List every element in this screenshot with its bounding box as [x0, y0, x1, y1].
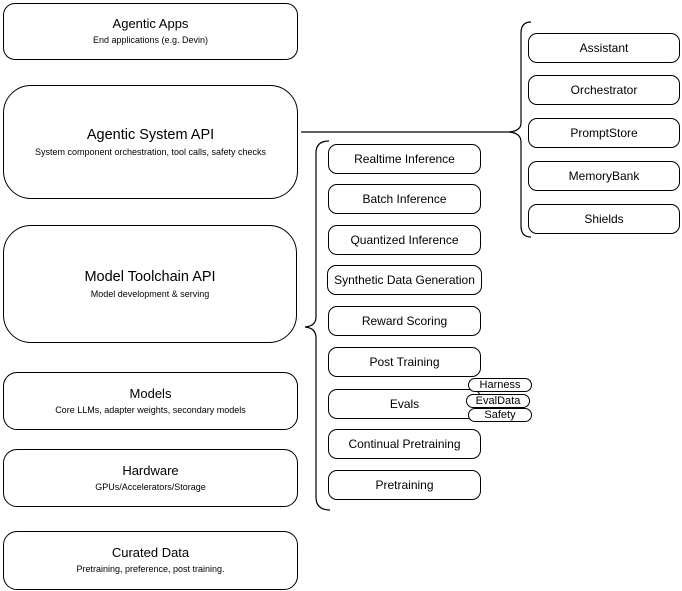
node-label: Orchestrator: [570, 83, 638, 97]
node-subtitle: GPUs/Accelerators/Storage: [95, 481, 206, 492]
tag-label: Safety: [484, 408, 516, 421]
node-agentic-apps: Agentic Apps End applications (e.g. Devi…: [3, 3, 298, 60]
node-title: Curated Data: [111, 545, 190, 561]
node-orchestrator: Orchestrator: [528, 75, 680, 105]
node-label: Reward Scoring: [361, 314, 448, 328]
tag-evaldata: EvalData: [466, 394, 530, 408]
node-label: Pretraining: [375, 478, 434, 492]
node-realtime-inference: Realtime Inference: [328, 144, 481, 174]
node-memorybank: MemoryBank: [528, 161, 680, 191]
tag-label: EvalData: [475, 394, 521, 407]
brace-model-toolchain-group: [304, 140, 331, 511]
node-synthetic-data-generation: Synthetic Data Generation: [327, 265, 482, 295]
node-subtitle: Pretraining, preference, post training.: [76, 564, 225, 575]
node-title: Agentic Apps: [112, 16, 189, 32]
tag-label: Harness: [479, 378, 521, 391]
node-subtitle: End applications (e.g. Devin): [92, 35, 209, 46]
tag-safety: Safety: [468, 408, 532, 422]
node-subtitle: System component orchestration, tool cal…: [34, 146, 267, 157]
node-evals: Evals: [328, 389, 481, 419]
node-model-toolchain-api: Model Toolchain API Model development & …: [3, 225, 297, 343]
node-label: Continual Pretraining: [348, 437, 461, 451]
node-label: MemoryBank: [568, 169, 640, 183]
node-label: Synthetic Data Generation: [334, 273, 475, 287]
node-promptstore: PromptStore: [528, 118, 680, 148]
node-shields: Shields: [528, 204, 680, 234]
node-subtitle: Core LLMs, adapter weights, secondary mo…: [55, 404, 246, 415]
node-label: PromptStore: [570, 126, 638, 140]
node-quantized-inference: Quantized Inference: [328, 225, 481, 255]
node-pretraining: Pretraining: [328, 470, 481, 500]
node-title: Agentic System API: [86, 126, 215, 143]
node-label: Assistant: [579, 41, 629, 55]
tag-harness: Harness: [468, 378, 532, 392]
node-agentic-system-api: Agentic System API System component orch…: [3, 85, 298, 199]
node-title: Model Toolchain API: [84, 268, 216, 285]
node-models: Models Core LLMs, adapter weights, secon…: [3, 372, 298, 430]
node-curated-data: Curated Data Pretraining, preference, po…: [3, 531, 298, 590]
node-batch-inference: Batch Inference: [328, 184, 481, 214]
node-label: Evals: [389, 397, 420, 411]
node-hardware: Hardware GPUs/Accelerators/Storage: [3, 449, 298, 507]
node-subtitle: Model development & serving: [90, 288, 210, 299]
node-label: Shields: [584, 212, 624, 226]
node-title: Hardware: [122, 462, 179, 478]
node-label: Batch Inference: [362, 192, 447, 206]
node-reward-scoring: Reward Scoring: [328, 306, 481, 336]
node-post-training: Post Training: [328, 347, 481, 377]
node-label: Quantized Inference: [350, 233, 459, 247]
brace-system-components-group: [508, 21, 532, 238]
node-continual-pretraining: Continual Pretraining: [328, 429, 481, 459]
node-title: Models: [129, 385, 172, 401]
node-label: Post Training: [369, 355, 440, 369]
node-label: Realtime Inference: [354, 152, 455, 166]
node-assistant: Assistant: [528, 33, 680, 63]
